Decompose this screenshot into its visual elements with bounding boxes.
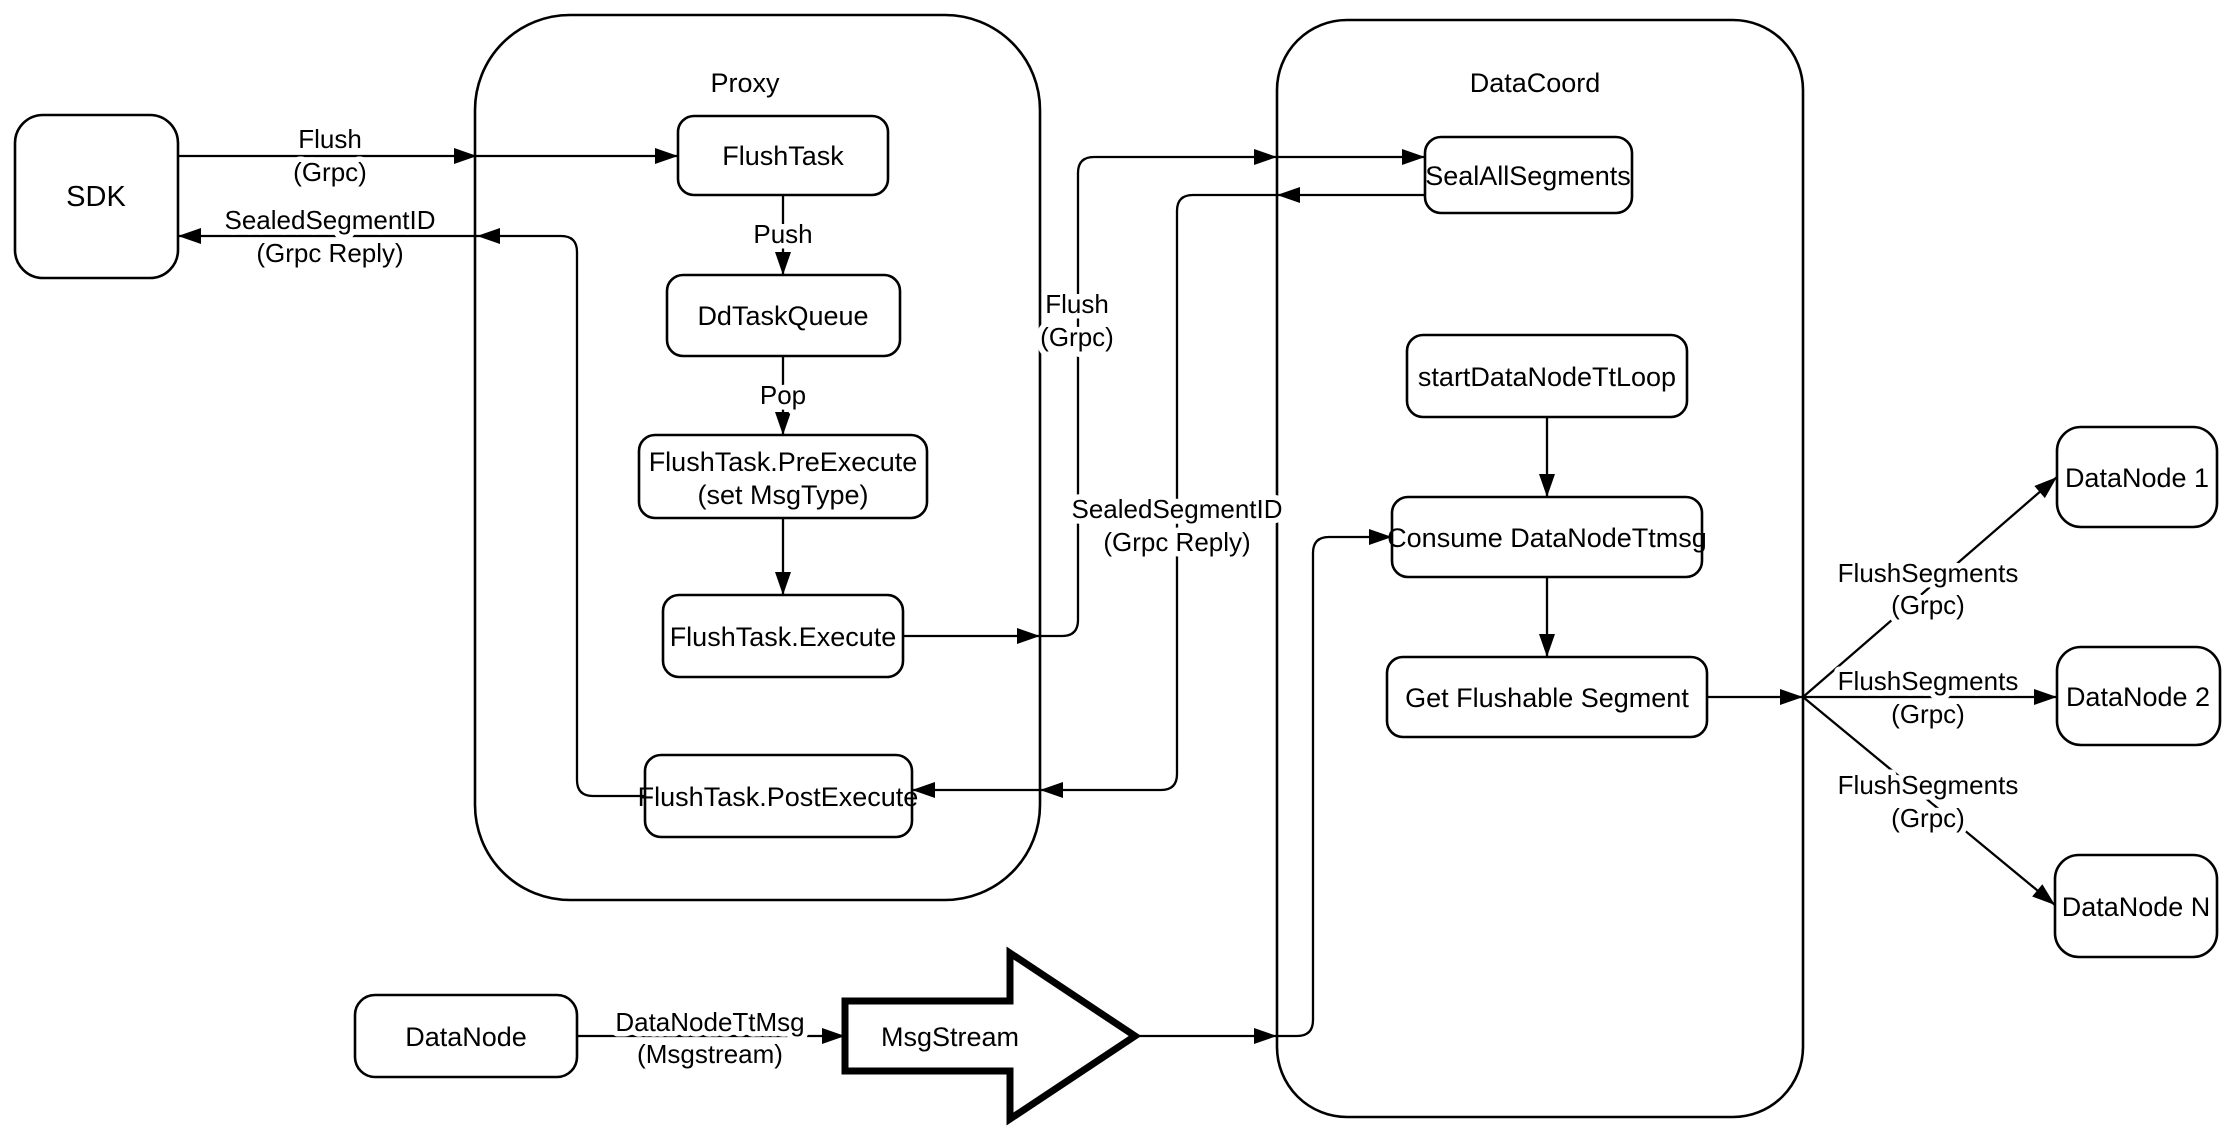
edge-label-text: DataNodeTtMsg [615, 1007, 804, 1037]
edge-label-text: Flush [298, 124, 362, 154]
flushtask-box [676, 114, 890, 197]
sealallsegments-label: SealAllSegments [1425, 161, 1631, 191]
ddtaskqueue-label: DdTaskQueue [697, 301, 868, 331]
getflushablesegment-box [1385, 655, 1709, 739]
edge-fan-to-datanode1 [1802, 476, 2058, 698]
consumedatanodettmsg-label: Consume DataNodeTtmsg [1387, 523, 1707, 553]
edge-label-text: (Grpc) [1891, 699, 1965, 729]
edge-sealed-down-to-proxyedge [1040, 193, 1277, 798]
node-preexecute: FlushTask.PreExecute (set MsgType) [637, 433, 929, 520]
node-getflushablesegment: Get Flushable Segment [1385, 655, 1709, 739]
datacoord-container: DataCoord [1275, 18, 1805, 1119]
msgstream-block-arrow [841, 946, 1142, 1126]
edge-label-text: (Msgstream) [637, 1039, 783, 1069]
edge-label-text: (Grpc) [293, 157, 367, 187]
startdatanodettloop-label: startDataNodeTtLoop [1418, 362, 1676, 392]
flushtask-label: FlushTask [722, 141, 844, 171]
node-msgstream: MsgStream [841, 946, 1142, 1126]
datanode2-box [2055, 645, 2222, 747]
node-datanode: DataNode [353, 993, 579, 1079]
preexecute-label: FlushTask.PreExecute [649, 447, 918, 477]
edge-label-text: SealedSegmentID [224, 205, 435, 235]
node-consumedatanodettmsg: Consume DataNodeTtmsg [1387, 495, 1707, 579]
edge-label-sealedsegmentid-sdk: SealedSegmentID (Grpc Reply) [219, 200, 441, 274]
edge-label-text: FlushSegments [1838, 770, 2019, 800]
datanoden-box [2053, 853, 2219, 959]
node-postexecute: FlushTask.PostExecute [638, 753, 919, 839]
datanode-box [353, 993, 579, 1079]
edges [178, 148, 2058, 1044]
edge-postexecute-to-proxyedge [477, 228, 645, 798]
datanoden-label: DataNode N [2062, 892, 2211, 922]
datanode1-box [2055, 425, 2219, 529]
datanode2-label: DataNode 2 [2066, 682, 2210, 712]
edge-label-flushsegments-3: FlushSegments (Grpc) [1832, 765, 2024, 839]
node-flushtask: FlushTask [676, 114, 890, 197]
edge-label-text: FlushSegments [1838, 558, 2019, 588]
datacoord-container-box [1275, 18, 1805, 1119]
getflushablesegment-label: Get Flushable Segment [1405, 683, 1689, 713]
edge-label-text: FlushSegments [1838, 666, 2019, 696]
proxy-container-box [473, 13, 1042, 902]
edge-label-datanodettmsg: DataNodeTtMsg (Msgstream) [610, 1002, 810, 1075]
sdk-label: SDK [66, 181, 126, 213]
ddtaskqueue-box [665, 273, 902, 358]
edge-label-flushsegments-2: FlushSegments (Grpc) [1832, 661, 2024, 735]
msgstream-label: MsgStream [881, 1022, 1019, 1052]
execute-box [661, 593, 905, 679]
sealallsegments-box [1423, 135, 1634, 215]
edge-label-text: (Grpc) [1040, 322, 1114, 352]
edge-label-text: Push [753, 219, 812, 249]
node-datanoden: DataNode N [2053, 853, 2219, 959]
startdatanodettloop-box [1405, 333, 1689, 419]
edge-label-text: (Grpc) [1891, 803, 1965, 833]
node-execute: FlushTask.Execute [661, 593, 905, 679]
edge-label-push: Push [748, 214, 818, 255]
edge-label-flushsegments-1: FlushSegments (Grpc) [1832, 553, 2024, 626]
sdk-box [13, 113, 180, 280]
proxy-container-title: Proxy [710, 68, 780, 98]
node-startdatanodettloop: startDataNodeTtLoop [1405, 333, 1689, 419]
edge-label-text: SealedSegmentID [1071, 494, 1282, 524]
proxy-container: Proxy [473, 13, 1042, 902]
edge-label-pop: Pop [754, 375, 811, 416]
datanode-label: DataNode [405, 1022, 527, 1052]
node-datanode2: DataNode 2 [2055, 645, 2222, 747]
edge-label-text: (Grpc Reply) [256, 238, 403, 268]
edge-label-sealedsegmentid-datacoord: SealedSegmentID (Grpc Reply) [1066, 489, 1288, 563]
edge-label-text: Flush [1045, 289, 1109, 319]
consumedatanodettmsg-box [1390, 495, 1704, 579]
edge-label-text: (Grpc) [1891, 590, 1965, 620]
datacoord-container-title: DataCoord [1470, 68, 1601, 98]
edge-fan-to-datanoden [1802, 696, 2056, 906]
node-sealallsegments: SealAllSegments [1423, 135, 1634, 215]
edge-flush-up-to-datacoord [1040, 149, 1277, 638]
postexecute-box [643, 753, 914, 839]
datanode1-label: DataNode 1 [2065, 463, 2209, 493]
edge-label-text: Pop [760, 380, 806, 410]
edge-up-to-consume [1277, 529, 1392, 1038]
edge-label-flush-grpc-sdk: Flush (Grpc) [288, 119, 373, 193]
node-sdk: SDK [13, 113, 180, 280]
postexecute-label: FlushTask.PostExecute [638, 782, 919, 812]
preexecute-sublabel: (set MsgType) [697, 480, 868, 510]
edge-label-flush-grpc-datacoord: Flush (Grpc) [1035, 284, 1120, 358]
edge-label-text: (Grpc Reply) [1103, 527, 1250, 557]
execute-label: FlushTask.Execute [670, 622, 897, 652]
node-datanode1: DataNode 1 [2055, 425, 2219, 529]
node-ddtaskqueue: DdTaskQueue [665, 273, 902, 358]
preexecute-box [637, 433, 929, 520]
